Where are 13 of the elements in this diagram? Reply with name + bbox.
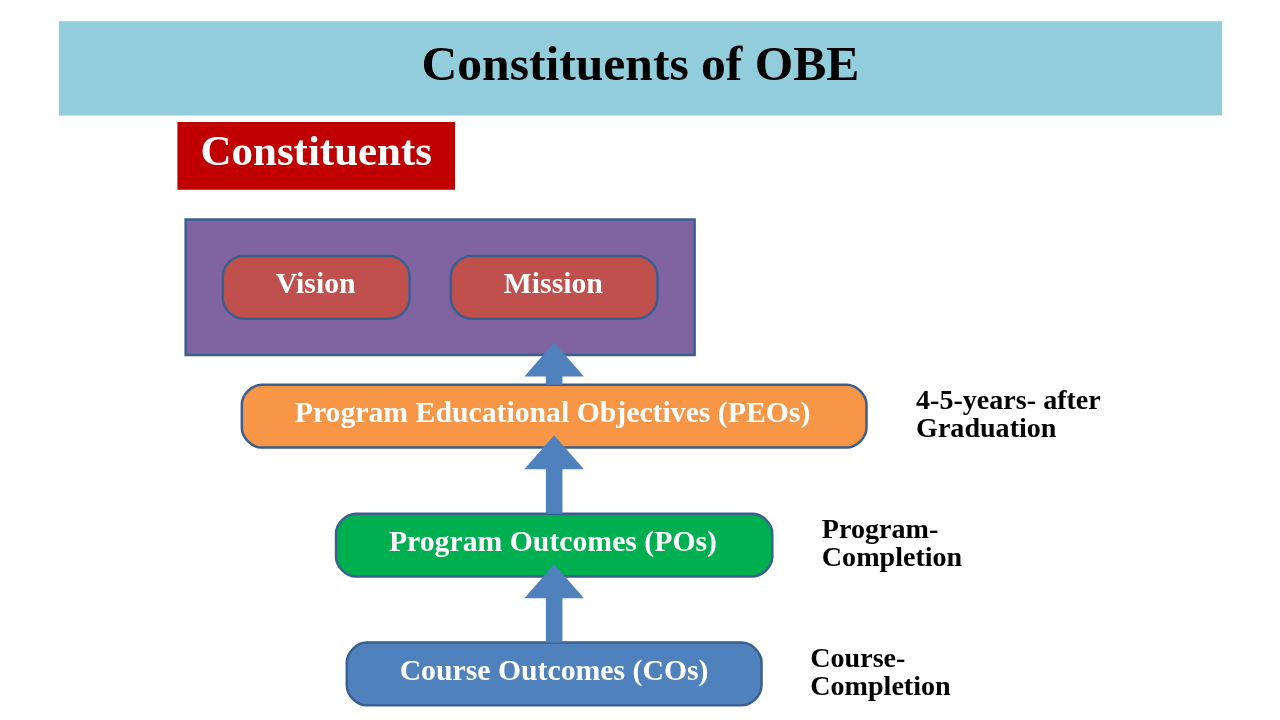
node-label: Course- Completion bbox=[809, 641, 951, 701]
node-box: Vision bbox=[221, 254, 411, 320]
arrow bbox=[523, 435, 584, 514]
arrow bbox=[523, 564, 584, 643]
node-box: Program Outcomes (POs) bbox=[334, 512, 773, 578]
node-box: Program Educational Objectives (PEOs) bbox=[240, 383, 868, 449]
label: Constituents bbox=[200, 126, 432, 174]
node-box: Mission bbox=[449, 254, 659, 320]
node-label: Program- Completion bbox=[821, 512, 962, 572]
diagram-title: Constituents of OBE bbox=[421, 35, 859, 91]
node-box: Course Outcomes (COs) bbox=[345, 641, 763, 707]
node-label: 4-5-years- after Graduation bbox=[915, 383, 1101, 444]
cluster bbox=[183, 218, 696, 357]
